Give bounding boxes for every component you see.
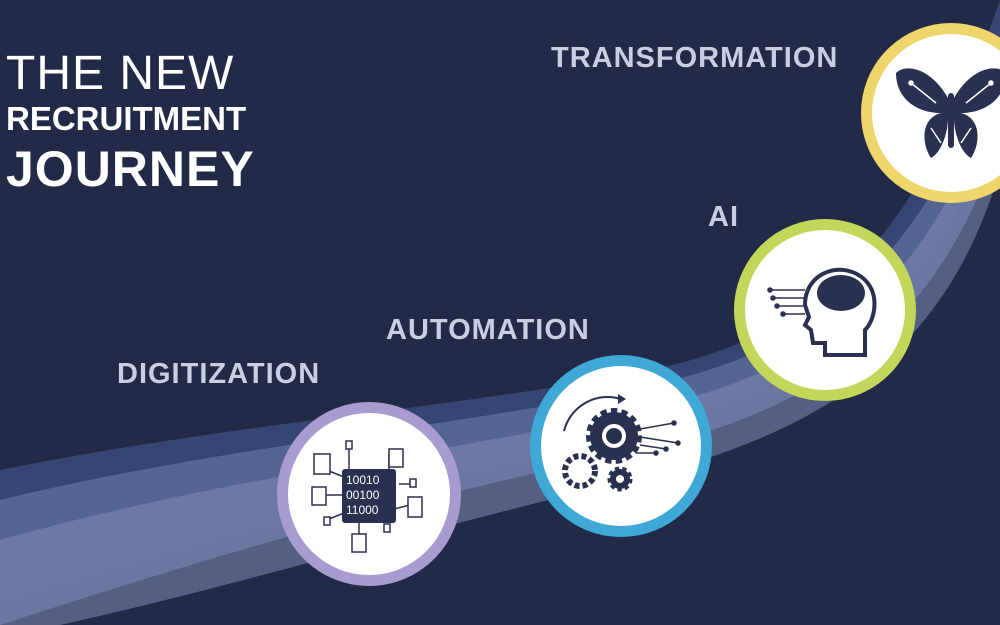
gears-icon [562,394,681,492]
binary-row-2: 00100 [346,488,380,502]
transformation-circle [861,23,1000,203]
binary-row-1: 10010 [346,473,380,487]
automation-circle [530,355,712,537]
binary-row-3: 11000 [346,503,379,517]
title-line-1: THE NEW [6,47,235,100]
stage-label-automation: AUTOMATION [386,314,590,346]
binary-chip-icon: 10010 00100 11000 [311,440,423,553]
butterfly-circuit-icon [896,68,1000,158]
stage-label-ai: AI [708,201,739,233]
stage-label-transformation: TRANSFORMATION [551,42,839,74]
title-line-3: JOURNEY [6,141,255,197]
stage-label-digitization: DIGITIZATION [117,358,321,390]
digitization-circle: 10010 00100 11000 [277,402,461,586]
title-line-2: RECRUITMENT [6,100,247,137]
brain-head-icon [767,267,877,357]
ai-circle [734,219,916,401]
